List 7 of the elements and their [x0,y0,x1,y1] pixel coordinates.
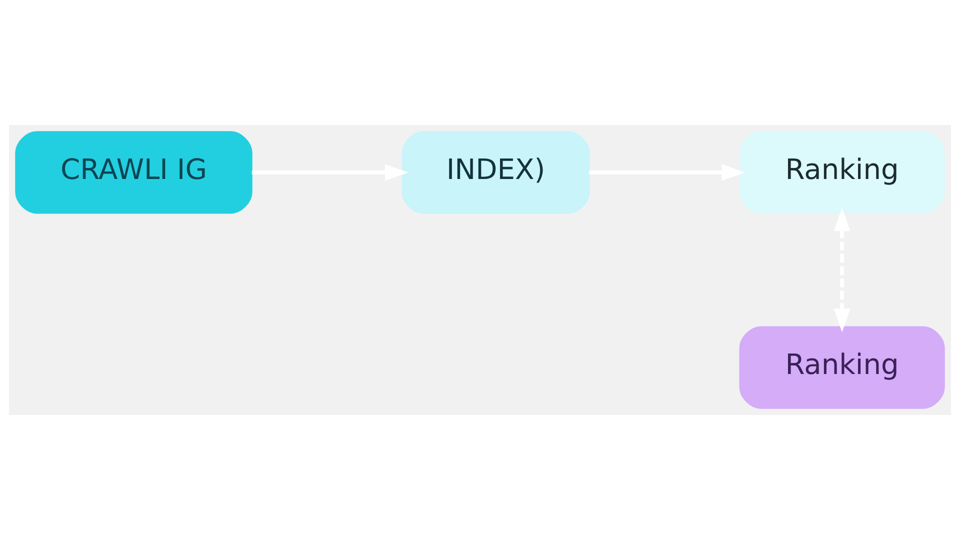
node-box: INDEX) [402,131,590,214]
arrow [834,208,850,332]
node-box: Ranking [739,326,945,409]
arrow [588,164,746,181]
arrow [252,164,408,181]
node-box: Ranking [739,131,945,214]
node-box: CRAWLI IG [15,131,252,214]
